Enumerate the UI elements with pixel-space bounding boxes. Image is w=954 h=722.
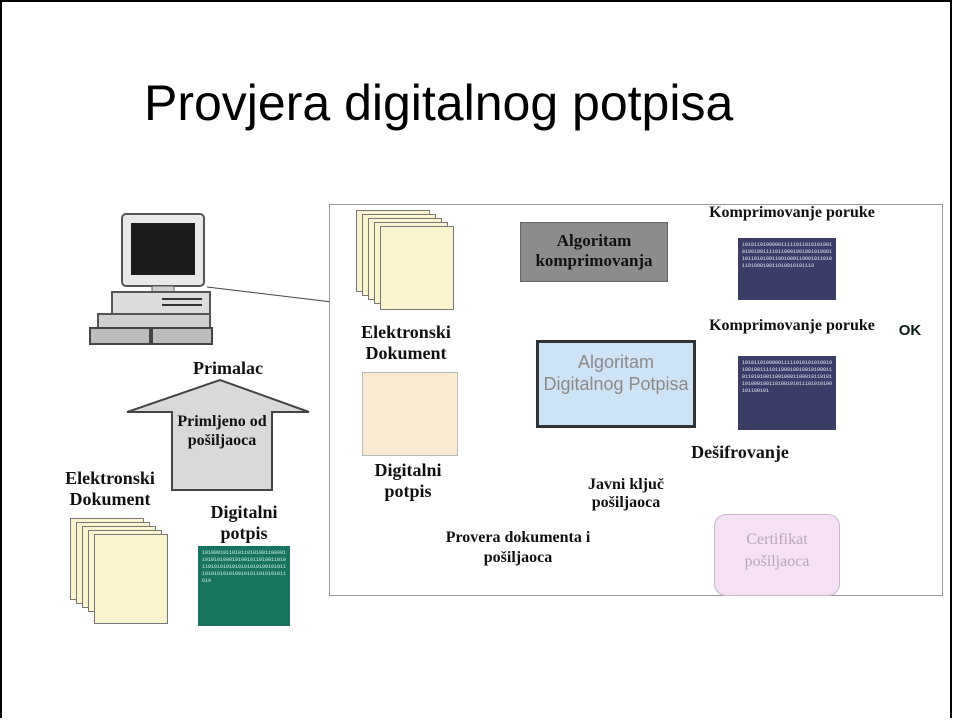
- page-title: Provjera digitalnog potpisa: [144, 75, 734, 131]
- receiver-doc-label: Elektronski Dokument: [65, 468, 155, 509]
- signature-algorithm-box: Algoritam Digitalnog Potpisa: [536, 340, 696, 428]
- doc-page: [94, 534, 168, 624]
- signature-algorithm-label: Algoritam Digitalnog Potpisa: [543, 352, 689, 394]
- result-label: Provera dokumenta i pošiljaoca: [445, 529, 591, 566]
- doc-page: [380, 226, 454, 310]
- panel-doc-label: Elektronski Dokument: [361, 322, 451, 363]
- compressed-top-label: Komprimovanje poruke: [709, 204, 875, 221]
- receiver-signature-block: 1010001011010110101001100001101010100010…: [198, 546, 290, 626]
- panel-sig-label: Digitalni potpis: [374, 460, 442, 501]
- panel-signature-block: [362, 372, 458, 456]
- computer-icon: [89, 213, 213, 345]
- receiver-sig-label: Digitalni potpis: [210, 502, 278, 543]
- receiver-label: Primalac: [193, 358, 263, 378]
- hash-algorithm-box: Algoritam komprimovanja: [520, 222, 668, 282]
- ok-label: OK: [898, 322, 922, 339]
- public-key-label: Javni ključ pošiljaoca: [587, 476, 664, 511]
- certificate-box: Certifikat pošiljaoca: [714, 514, 840, 596]
- connector-line: [206, 286, 333, 303]
- decryption-label: Dešifrovanje: [691, 442, 789, 462]
- binary-top-box: 1010110100000111110110101010010100100111…: [738, 238, 836, 300]
- received-arrow: [126, 378, 310, 491]
- compressed-bottom-label: Komprimovanje poruke: [709, 317, 875, 334]
- binary-bottom-box: 1010110100000111110101010100101001001111…: [738, 356, 836, 430]
- received-arrow-label: Primljeno od pošiljaoca: [177, 413, 267, 449]
